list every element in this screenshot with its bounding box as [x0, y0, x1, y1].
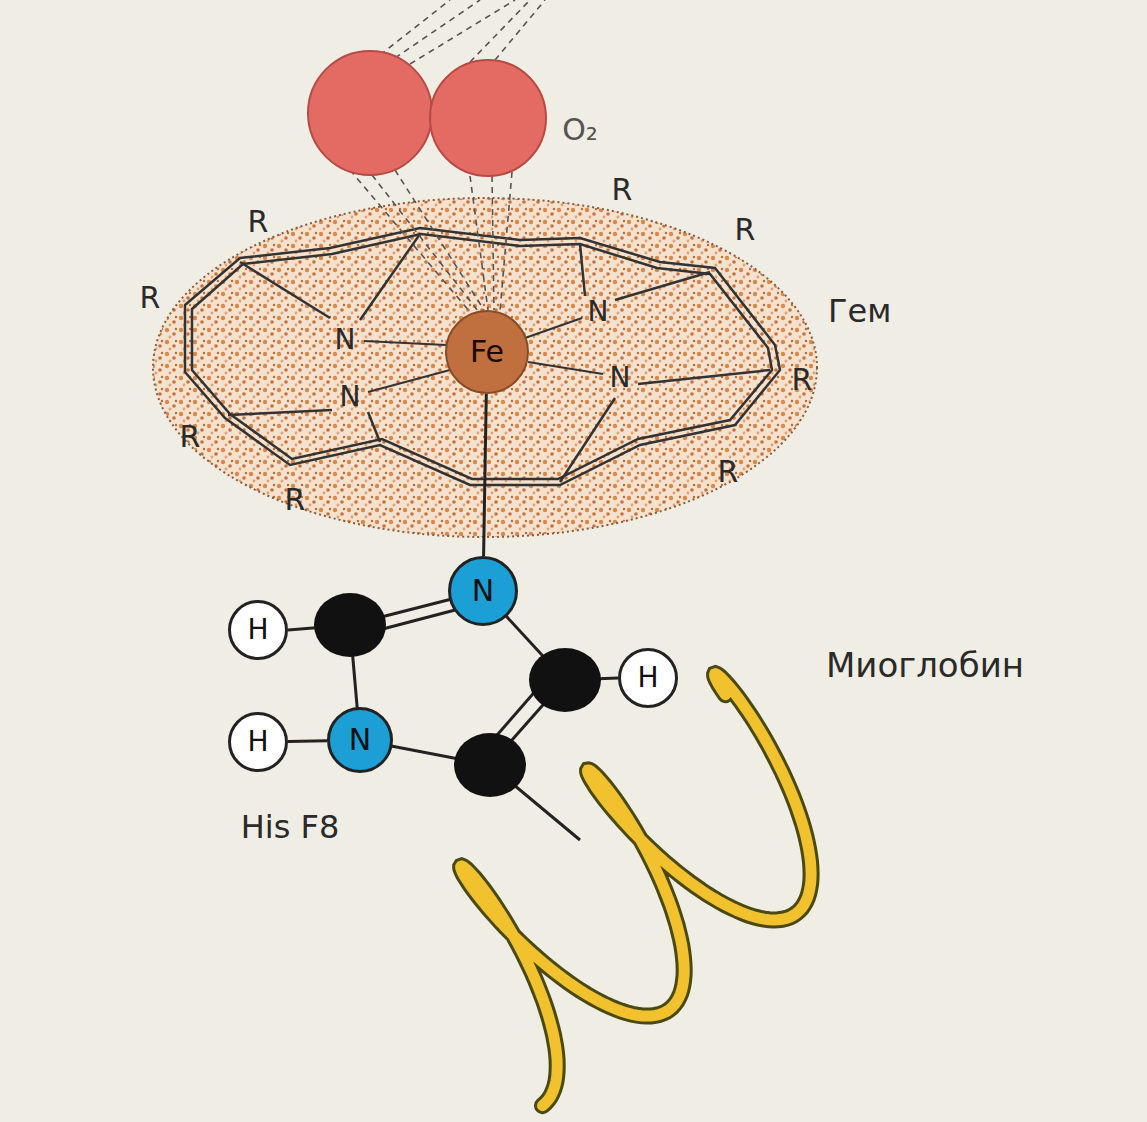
heme-disc: ГемFe [150, 195, 820, 540]
r-group: R [792, 365, 813, 395]
helix-ribbon [461, 674, 811, 1106]
porphyrin-ring [185, 228, 780, 485]
fe-n-bonds [364, 318, 603, 392]
r-group: R [735, 215, 756, 245]
hydrogen-atom: H [228, 600, 288, 660]
carbon-atoms [314, 593, 601, 797]
bond-line [484, 394, 487, 556]
nitrogen-atom: N [448, 556, 518, 626]
r-group: R [140, 283, 161, 313]
atom-symbol: N [472, 576, 494, 606]
r-group: R [180, 422, 201, 452]
bond-stroke [484, 394, 487, 556]
atom-symbol: H [637, 664, 658, 692]
r-group: R [285, 485, 306, 515]
heme-ellipse [153, 198, 817, 537]
ring-nitrogen: N [610, 364, 631, 392]
atom-symbol: N [349, 725, 371, 755]
ring-nitrogen: N [340, 383, 361, 411]
atom-symbol: H [247, 728, 268, 756]
ring-nitrogen: N [335, 326, 356, 354]
residue-name: His F8 [241, 811, 340, 843]
hydrogen-atom: H [618, 648, 678, 708]
r-group: R [248, 207, 269, 237]
iron-atom: Fe [445, 310, 529, 394]
formula-label: O₂ [562, 115, 598, 145]
bond-line [288, 740, 327, 742]
alpha-helix [461, 674, 811, 1106]
r-group: R [718, 457, 739, 487]
heme-label: Гем [828, 295, 891, 327]
hydrogen-atom: H [228, 712, 288, 772]
protein-name: Миоглобин [826, 648, 1024, 682]
oxygen-molecule [308, 51, 546, 176]
bond-stroke [288, 739, 327, 743]
atom-symbol: Fe [470, 337, 504, 367]
nitrogen-atom: N [327, 707, 393, 773]
imidazole-bonds [288, 591, 618, 840]
binding-dashes [350, 0, 545, 312]
helix-edge [461, 674, 811, 1106]
r-group: R [612, 175, 633, 205]
atom-symbol: H [247, 616, 268, 644]
ring-nitrogen: N [588, 298, 609, 326]
